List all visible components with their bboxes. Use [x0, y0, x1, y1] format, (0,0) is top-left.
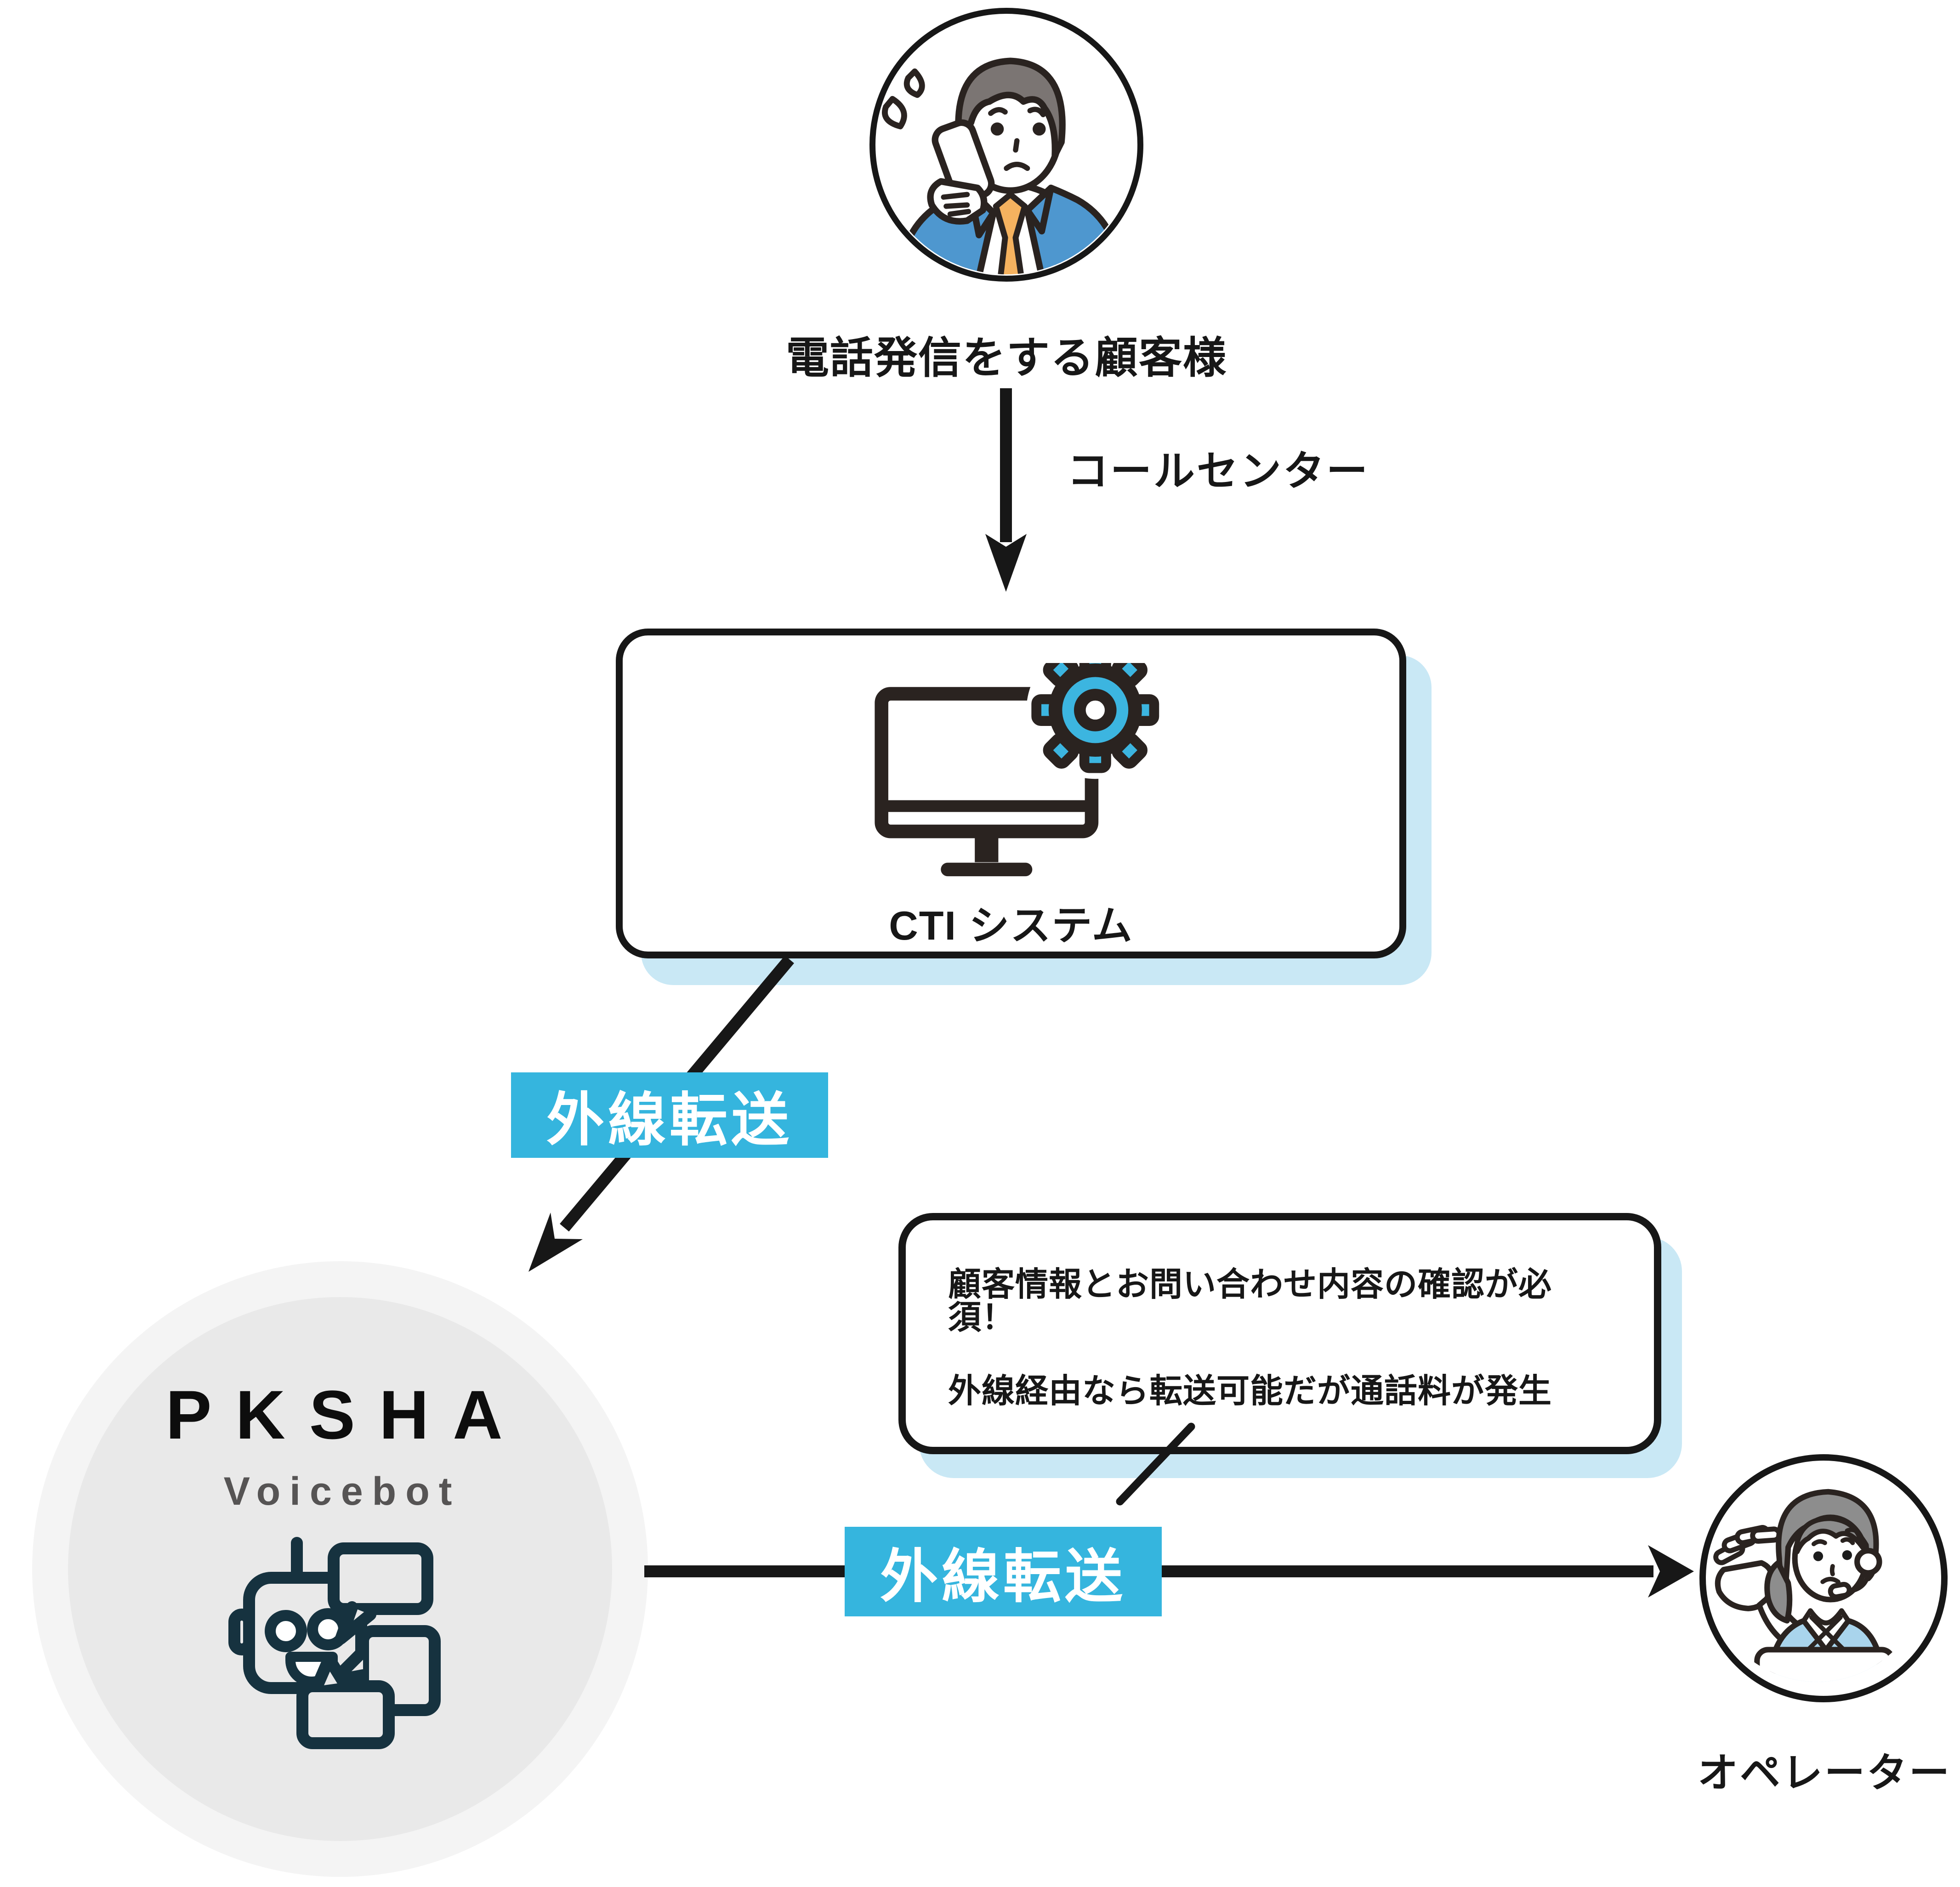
- transfer-label-1: 外線転送: [511, 1072, 828, 1158]
- voicebot-circle: PKSHA Voicebot: [32, 1261, 648, 1877]
- chat-bubbles-icon: [296, 1542, 441, 1749]
- customer-icon: [882, 57, 1125, 275]
- arrow-right-icon: [644, 1545, 1694, 1598]
- cti-monitor-gear-icon: [875, 663, 1163, 877]
- voicebot-label: Voicebot: [223, 1469, 461, 1513]
- gear-icon: [1031, 663, 1159, 773]
- note-line-2: 外線経由なら転送可能だが通話料が発生: [948, 1373, 1552, 1410]
- cti-label: CTI システム: [889, 903, 1133, 948]
- call-center-label: コールセンター: [1067, 448, 1369, 494]
- operator-icon: [1713, 1489, 1896, 1682]
- robot-chat-icon: [228, 1537, 441, 1749]
- cti-system-box: CTI システム: [616, 629, 1406, 958]
- operator-avatar: [1699, 1454, 1948, 1702]
- pksha-logo: PKSHA: [165, 1376, 527, 1453]
- arrow-down-icon: [985, 388, 1027, 592]
- customer-label: 電話発信をする顧客様: [785, 334, 1227, 382]
- operator-label: オペレーター: [1697, 1750, 1951, 1796]
- transfer-label-2: 外線転送: [845, 1527, 1162, 1616]
- customer-avatar: [869, 8, 1143, 282]
- headset-icon: [1828, 1547, 1882, 1599]
- note-bubble: 顧客情報とお問い合わせ内容の確認が必須！ 外線経由なら転送可能だが通話料が発生: [898, 1213, 1661, 1454]
- note-line-1: 顧客情報とお問い合わせ内容の確認が必須！: [948, 1266, 1552, 1336]
- sweat-drops-icon: [882, 68, 925, 130]
- desk: [1754, 1647, 1896, 1682]
